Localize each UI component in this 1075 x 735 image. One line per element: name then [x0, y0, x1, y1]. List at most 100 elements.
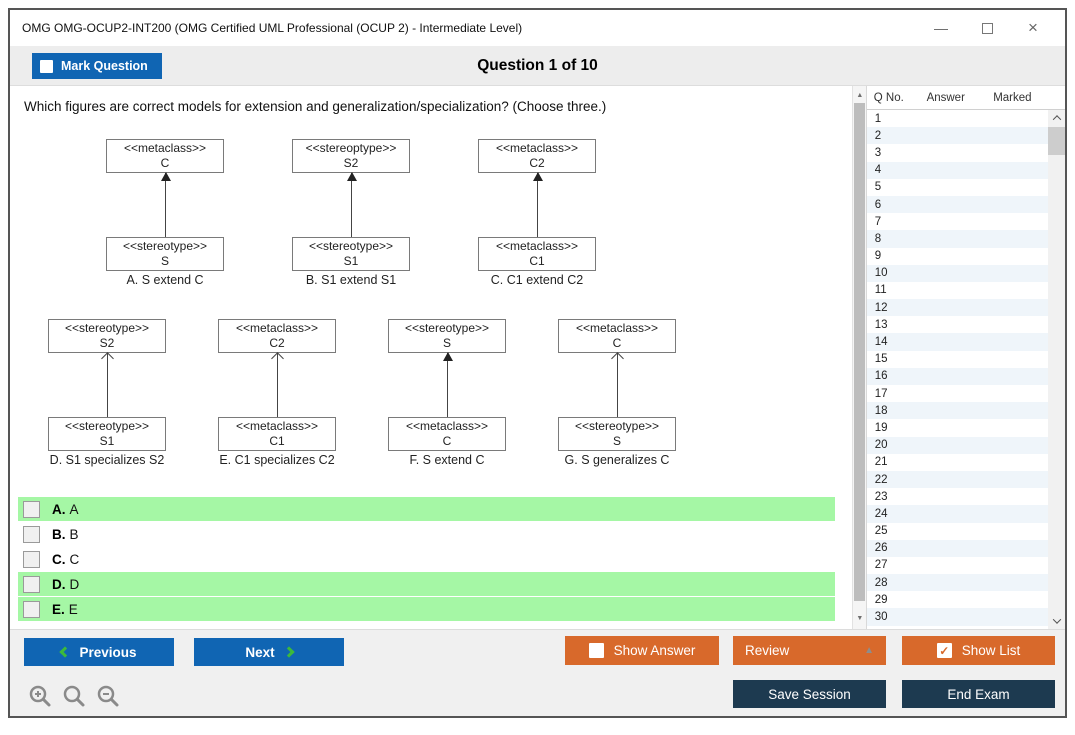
previous-button[interactable]: Previous	[24, 638, 174, 666]
q-number-cell: 28	[874, 576, 888, 589]
answer-option-row[interactable]: C. C	[18, 547, 835, 571]
q-number-cell: 22	[874, 473, 888, 486]
question-list-row[interactable]: 6	[866, 195, 1048, 214]
answer-option-row[interactable]: D. D	[18, 572, 835, 596]
question-list-row[interactable]: 19	[867, 419, 1048, 436]
col-q-no: Q No.	[873, 91, 904, 104]
option-checkbox[interactable]	[23, 525, 40, 543]
question-list-row[interactable]: 3	[867, 144, 1048, 161]
uml-figure: <<metaclass>> C <<stereotype>> S A. S ex…	[90, 139, 240, 287]
show-list-checkbox[interactable]: ✓	[936, 643, 952, 658]
question-list-row[interactable]: 13	[867, 316, 1048, 333]
q-number-cell: 19	[874, 421, 888, 434]
zoom-in-icon[interactable]	[28, 684, 52, 708]
scroll-down-icon[interactable]	[1048, 613, 1065, 629]
mark-question-button[interactable]: Mark Question	[32, 53, 162, 79]
scroll-down-icon[interactable]: ▼	[856, 614, 864, 622]
figure-caption: G. S generalizes C	[564, 453, 670, 467]
class-name: S1	[99, 434, 115, 448]
figure-row-1: <<metaclass>> C <<stereotype>> S A. S ex…	[90, 139, 852, 287]
zoom-reset-icon[interactable]	[62, 684, 86, 708]
option-text: A	[69, 501, 79, 517]
option-checkbox[interactable]	[23, 575, 40, 593]
question-list-row[interactable]: 24	[866, 505, 1048, 523]
q-number-cell: 5	[874, 181, 882, 194]
uml-top-box: <<metaclass>> C	[106, 139, 224, 173]
uml-figure: <<metaclass>> C <<stereotype>> S G. S ge…	[542, 319, 692, 467]
question-text: Which figures are correct models for ext…	[24, 99, 607, 114]
stereotype-label: <<stereotype>>	[64, 419, 150, 433]
show-answer-checkbox[interactable]	[588, 643, 604, 658]
scroll-up-icon[interactable]: ▲	[856, 91, 864, 99]
main-scrollbar-thumb[interactable]	[853, 103, 865, 601]
answer-option-row[interactable]: A. A	[18, 497, 835, 521]
uml-figure: <<metaclass>> C2 <<metaclass>> C1 C. C1 …	[462, 139, 612, 287]
question-list-row[interactable]: 14	[866, 333, 1048, 351]
question-list-scrollbar[interactable]	[1048, 110, 1065, 629]
option-checkbox[interactable]	[23, 500, 40, 518]
class-name: S	[612, 434, 621, 448]
question-list-row[interactable]: 8	[866, 230, 1048, 248]
q-number-cell: 21	[874, 456, 888, 469]
window-title: OMG OMG-OCUP2-INT200 (OMG Certified UML …	[22, 21, 523, 35]
question-list-row[interactable]: 16	[866, 367, 1048, 385]
class-name: S2	[99, 336, 115, 350]
end-exam-button[interactable]: End Exam	[902, 680, 1055, 708]
show-list-button[interactable]: ✓ Show List	[902, 636, 1055, 665]
answer-option-row[interactable]: B. B	[18, 522, 835, 546]
class-name: S1	[343, 254, 359, 268]
uml-bottom-box: <<stereotype>> S	[106, 237, 224, 271]
close-button[interactable]: ×	[1028, 18, 1038, 37]
end-exam-label: End Exam	[947, 686, 1010, 702]
class-name: S	[442, 336, 451, 350]
show-answer-button[interactable]: Show Answer	[565, 636, 719, 665]
question-list-scrollbar-thumb[interactable]	[1048, 127, 1065, 155]
next-button[interactable]: Next	[194, 638, 344, 666]
question-list-row[interactable]: 21	[867, 454, 1048, 471]
class-name: C	[160, 156, 170, 170]
question-list-row[interactable]: 28	[866, 574, 1048, 592]
save-session-button[interactable]: Save Session	[733, 680, 886, 708]
question-list-row[interactable]: 12	[866, 299, 1048, 317]
question-list-row[interactable]: 9	[867, 248, 1048, 265]
option-checkbox[interactable]	[23, 600, 40, 618]
answer-option-row[interactable]: E. E	[18, 597, 835, 621]
question-list-row[interactable]: 18	[866, 402, 1048, 420]
question-list-row[interactable]: 20	[866, 436, 1048, 454]
question-list-row[interactable]: 26	[866, 539, 1048, 557]
option-checkbox[interactable]	[23, 550, 40, 568]
question-list-row[interactable]: 2	[866, 127, 1048, 145]
question-list-row[interactable]: 25	[867, 523, 1048, 540]
figure-caption: A. S extend C	[126, 273, 204, 287]
question-list-row[interactable]: 11	[867, 282, 1048, 299]
mark-question-checkbox[interactable]	[40, 59, 53, 73]
question-list-row[interactable]: 5	[867, 179, 1048, 196]
question-list-row[interactable]: 15	[867, 351, 1048, 368]
option-letter: E.	[52, 601, 65, 617]
question-list-row[interactable]: 17	[867, 385, 1048, 402]
minimize-button[interactable]: —	[934, 20, 948, 36]
review-button[interactable]: Review ▲	[733, 636, 886, 665]
q-number-cell: 3	[874, 146, 882, 159]
figure-caption: C. C1 extend C2	[490, 273, 584, 287]
question-list-row[interactable]: 23	[867, 488, 1048, 505]
question-list-row[interactable]: 4	[866, 161, 1048, 179]
scroll-up-icon[interactable]	[1048, 110, 1065, 126]
question-list-row[interactable]: 27	[867, 557, 1048, 574]
zoom-out-icon[interactable]	[96, 684, 120, 708]
q-number-cell: 18	[874, 404, 888, 417]
question-list-row[interactable]: 1	[867, 110, 1048, 127]
question-list-row[interactable]: 30	[866, 608, 1048, 626]
option-letter: B.	[52, 526, 66, 542]
q-number-cell: 14	[874, 336, 888, 349]
question-list-row[interactable]: 7	[867, 213, 1048, 230]
question-list-row[interactable]: 22	[866, 470, 1048, 489]
uml-top-box: <<metaclass>> C	[558, 319, 676, 353]
main-scrollbar[interactable]: ▲ ▼	[851, 86, 866, 629]
question-list-row[interactable]: 29	[867, 591, 1048, 608]
uml-bottom-box: <<stereotype>> S1	[292, 237, 410, 271]
question-list-row[interactable]: 10	[866, 264, 1048, 282]
maximize-button[interactable]	[979, 20, 995, 36]
uml-figure: <<stereotype>> S <<metaclass>> C F. S ex…	[372, 319, 522, 467]
figure-row-2: <<stereotype>> S2 <<stereotype>> S1 D. S…	[32, 319, 852, 467]
